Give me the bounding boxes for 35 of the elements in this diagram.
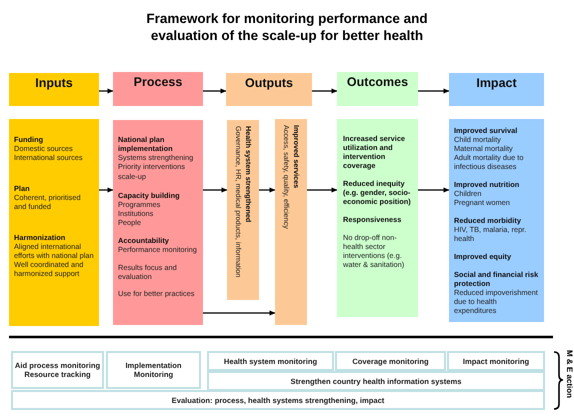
monitoring-box xyxy=(207,371,545,391)
monitoring-box xyxy=(11,351,104,389)
stage-header xyxy=(9,73,99,106)
stage-header xyxy=(449,73,544,106)
stage-panel xyxy=(449,119,544,322)
stage-title: Process xyxy=(132,75,184,89)
arrow xyxy=(99,188,114,192)
monitoring-box xyxy=(447,351,545,371)
stage-title: Outputs xyxy=(244,76,294,90)
arrow xyxy=(259,188,276,192)
monitoring-box xyxy=(106,351,201,389)
stage-panel xyxy=(337,119,418,317)
arrow xyxy=(307,188,338,192)
stage-title: Inputs xyxy=(34,76,74,90)
stage-panel xyxy=(9,119,99,326)
side-label: M & E action xyxy=(565,350,574,398)
stage-title: Impact xyxy=(475,76,518,90)
stage-header xyxy=(113,72,203,106)
arrow xyxy=(418,88,450,94)
output-panel xyxy=(275,119,307,325)
stage-header xyxy=(337,72,418,106)
monitoring-box xyxy=(11,390,545,410)
arrow xyxy=(203,88,226,94)
monitoring-box xyxy=(207,351,334,371)
stage-title: Outcomes xyxy=(346,75,410,89)
arrow xyxy=(203,310,276,316)
monitoring-box xyxy=(335,351,446,371)
arrow xyxy=(203,188,228,192)
arrow xyxy=(418,188,450,192)
stage-header xyxy=(226,73,312,106)
diagram-title: Framework for monitoring performance and evaluation of the scale-up for better health xyxy=(145,10,429,44)
arrow xyxy=(312,88,338,94)
output-panel xyxy=(227,120,259,300)
arrow xyxy=(99,88,114,94)
stage-panel xyxy=(113,120,203,325)
